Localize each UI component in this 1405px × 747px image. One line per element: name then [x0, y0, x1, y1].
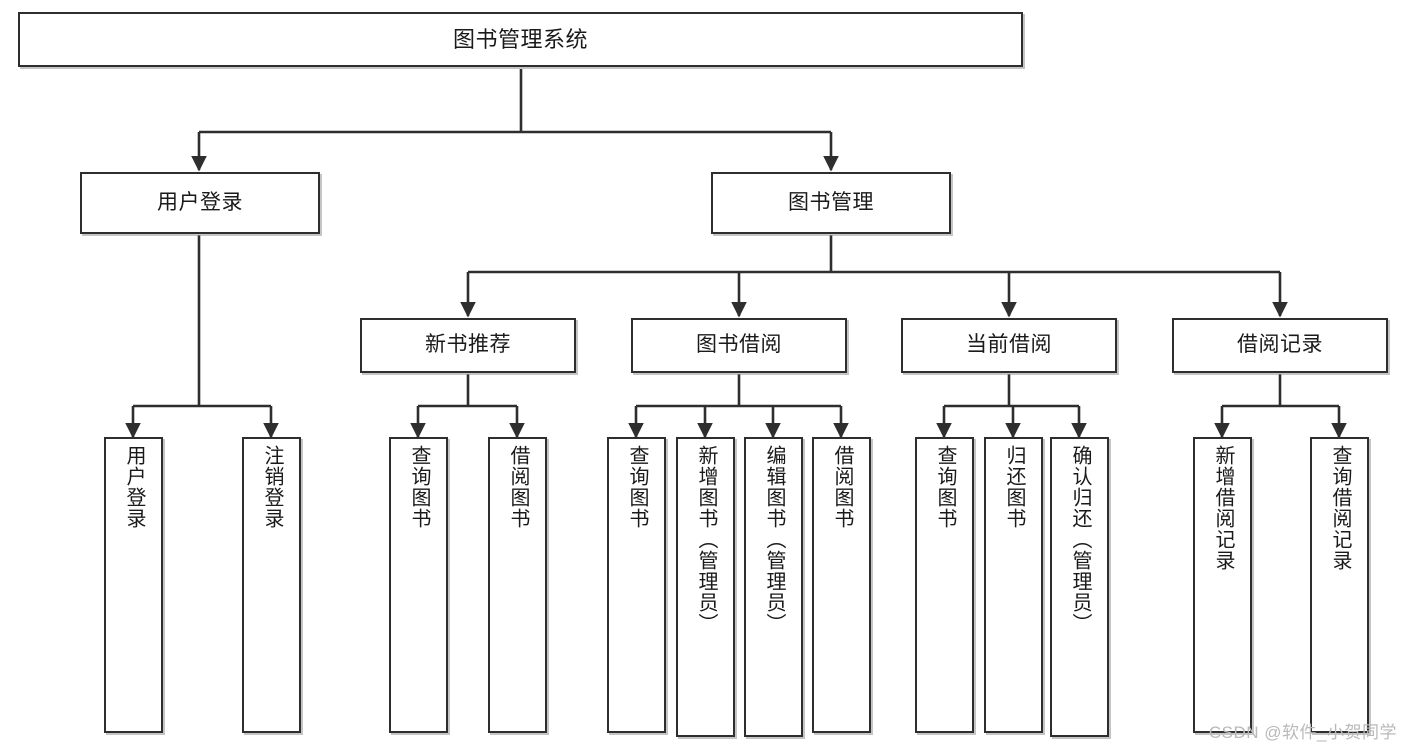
node-new-book-recommend-label: 新书推荐: [425, 333, 511, 357]
leaf-add-record[interactable]: 新增借阅记录: [1193, 437, 1252, 733]
leaf-query-book-1-label: 查询图书: [408, 445, 430, 529]
leaf-add-book[interactable]: 新增图书（管理员）: [676, 437, 735, 737]
leaf-query-book-2[interactable]: 查询图书: [607, 437, 666, 733]
node-new-book-recommend[interactable]: 新书推荐: [360, 318, 576, 373]
leaf-query-book-3-label: 查询图书: [934, 445, 956, 529]
node-book-borrow[interactable]: 图书借阅: [631, 318, 847, 373]
node-root-label: 图书管理系统: [452, 26, 588, 52]
leaf-add-book-label: 新增图书（管理员）: [695, 445, 717, 634]
leaf-add-record-label: 新增借阅记录: [1212, 445, 1234, 571]
leaf-return-book[interactable]: 归还图书: [984, 437, 1043, 733]
leaf-query-book-3[interactable]: 查询图书: [915, 437, 974, 733]
node-book-management[interactable]: 图书管理: [711, 172, 951, 234]
node-book-management-label: 图书管理: [788, 190, 874, 214]
leaf-edit-book[interactable]: 编辑图书（管理员）: [744, 437, 803, 737]
leaf-borrow-book-1[interactable]: 借阅图书: [488, 437, 547, 733]
leaf-edit-book-label: 编辑图书（管理员）: [763, 445, 785, 634]
leaf-user-login-label: 用户登录: [123, 445, 145, 529]
leaf-query-record-label: 查询借阅记录: [1329, 445, 1351, 571]
leaf-query-book-1[interactable]: 查询图书: [389, 437, 448, 733]
node-borrow-record-label: 借阅记录: [1237, 333, 1323, 357]
leaf-logout-login-label: 注销登录: [261, 445, 283, 529]
leaf-confirm-return[interactable]: 确认归还（管理员）: [1050, 437, 1109, 737]
leaf-borrow-book-1-label: 借阅图书: [507, 445, 529, 529]
leaf-user-login[interactable]: 用户登录: [104, 437, 163, 733]
leaf-borrow-book-2-label: 借阅图书: [831, 445, 853, 529]
leaf-query-record[interactable]: 查询借阅记录: [1310, 437, 1369, 733]
leaf-logout-login[interactable]: 注销登录: [242, 437, 301, 733]
node-borrow-record[interactable]: 借阅记录: [1172, 318, 1388, 373]
node-current-borrow-label: 当前借阅: [966, 333, 1052, 357]
node-user-login-label: 用户登录: [157, 190, 243, 214]
node-user-login[interactable]: 用户登录: [80, 172, 320, 234]
node-root[interactable]: 图书管理系统: [18, 12, 1023, 67]
leaf-return-book-label: 归还图书: [1003, 445, 1025, 529]
node-current-borrow[interactable]: 当前借阅: [901, 318, 1117, 373]
node-book-borrow-label: 图书借阅: [696, 333, 782, 357]
leaf-query-book-2-label: 查询图书: [626, 445, 648, 529]
watermark: CSDN @软件_小贺同学: [1208, 723, 1397, 742]
leaf-borrow-book-2[interactable]: 借阅图书: [812, 437, 871, 733]
leaf-confirm-return-label: 确认归还（管理员）: [1069, 445, 1091, 634]
